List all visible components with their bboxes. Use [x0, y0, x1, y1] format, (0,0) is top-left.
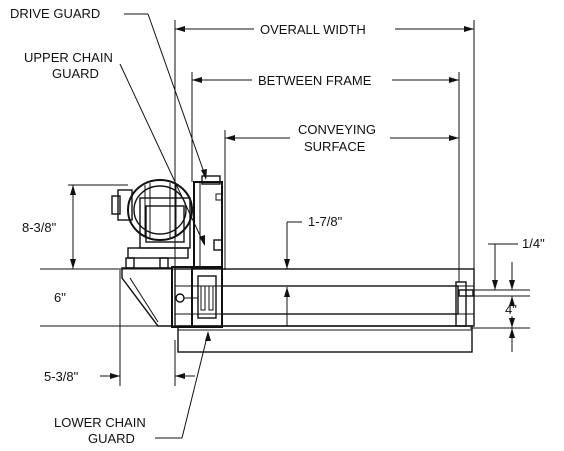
dim-1-4-label: 1/4"	[522, 236, 545, 251]
dim-5-3-8-label: 5-3/8"	[44, 369, 79, 384]
conveyor-frame	[121, 257, 475, 353]
dim-6-label: 6"	[54, 290, 66, 305]
lower-chain-guard-label-line1: LOWER CHAIN	[54, 415, 146, 430]
overall-width-label: OVERALL WIDTH	[260, 22, 366, 37]
dim-4-label: 4"	[505, 302, 517, 317]
drive-guard-label: DRIVE GUARD	[10, 6, 100, 21]
conveying-surface-label-line2: SURFACE	[304, 139, 366, 154]
dimension-lines	[40, 20, 530, 386]
upper-chain-guard-label-line1: UPPER CHAIN	[24, 50, 113, 65]
conveying-surface-label-line1: CONVEYING	[298, 122, 376, 137]
between-frame-label: BETWEEN FRAME	[258, 73, 372, 88]
labels: DRIVE GUARD UPPER CHAIN GUARD OVERALL WI…	[10, 6, 545, 446]
lower-chain-guard-label-line2: GUARD	[88, 431, 135, 446]
drive-motor	[111, 175, 223, 269]
upper-chain-guard-label-line2: GUARD	[52, 66, 99, 81]
dim-1-7-8-label: 1-7/8"	[308, 214, 343, 229]
height-8-3-8-label: 8-3/8"	[22, 220, 57, 235]
